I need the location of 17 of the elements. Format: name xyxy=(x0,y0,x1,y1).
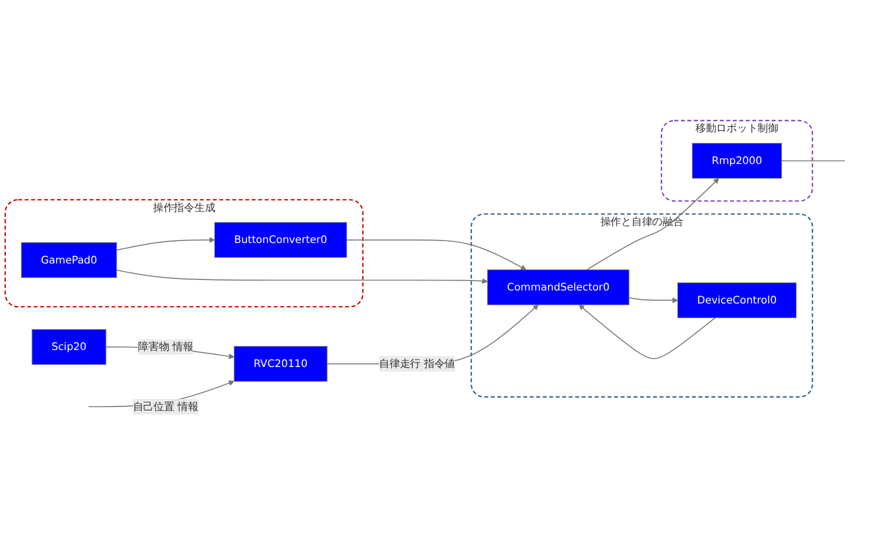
arrow xyxy=(116,237,215,251)
arrow xyxy=(628,297,678,304)
edge-label: 障害物 情報 xyxy=(138,340,194,353)
arrow xyxy=(578,304,716,360)
node-box: DeviceControl0 xyxy=(677,282,797,318)
edge-label: 自律走行 指令値 xyxy=(379,357,456,370)
node-box: CommandSelector0 xyxy=(487,269,630,306)
arrow xyxy=(346,239,526,270)
arrow xyxy=(116,269,488,284)
node-box: RVC20110 xyxy=(234,346,328,382)
node-box: Rmp2000 xyxy=(692,142,782,179)
node-box: GamePad0 xyxy=(21,242,117,278)
edge-label: 自己位置 情報 xyxy=(132,400,198,413)
arrow xyxy=(586,178,720,270)
connector xyxy=(781,160,846,162)
node-box: Scip20 xyxy=(32,329,106,365)
node-box: ButtonConverter0 xyxy=(214,222,347,258)
